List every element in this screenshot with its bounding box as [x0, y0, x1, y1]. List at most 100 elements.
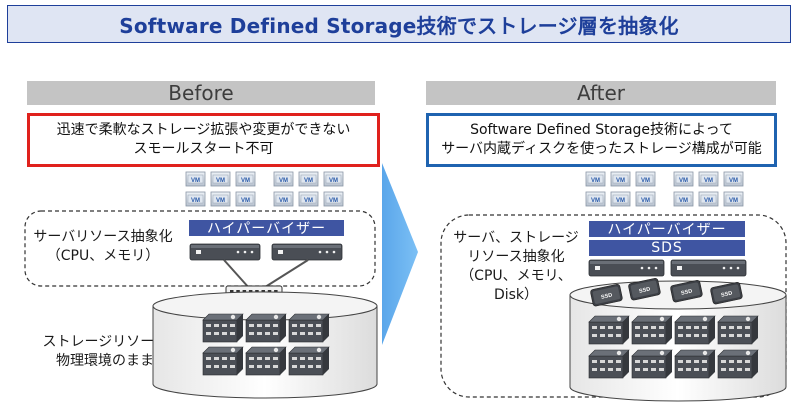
vm-label: VM: [679, 178, 688, 184]
vm-icon: VM: [635, 191, 656, 207]
after-hypervisor-bar: ハイパーバイザー: [589, 221, 745, 238]
vm-icon: VM: [273, 191, 294, 207]
before-note-line1: 迅速で柔軟なストレージ拡張や変更ができない: [56, 122, 351, 138]
vm-icon: VM: [323, 171, 344, 187]
vm-label: VM: [616, 198, 625, 204]
vm-icon: VM: [723, 171, 744, 187]
before-note-box: 迅速で柔軟なストレージ拡張や変更ができない スモールスタート不可: [27, 113, 380, 167]
vm-label: VM: [329, 198, 338, 204]
ssd-disk: SSD: [670, 280, 703, 303]
after-sds-text: SDS: [651, 240, 683, 256]
vm-label: VM: [616, 178, 625, 184]
vm-icon: VM: [610, 171, 631, 187]
after-disk-unit: [631, 349, 673, 379]
after-server-left: [588, 259, 665, 277]
vm-label: VM: [279, 198, 288, 204]
slide-title: Software Defined Storage技術でストレージ層を抽象化: [7, 5, 791, 43]
vm-icon: VM: [673, 191, 694, 207]
before-disk-unit: [288, 313, 330, 343]
before-storage-label-line1: ストレージリソース: [42, 334, 168, 350]
after-disk-unit: [588, 349, 630, 379]
vm-label: VM: [241, 178, 250, 184]
after-resource-label-line2: リソース抽象化: [467, 249, 565, 265]
before-header-text: Before: [168, 81, 234, 105]
before-storage-cylinder: [152, 291, 378, 399]
vm-label: VM: [729, 198, 738, 204]
vm-icon: VM: [323, 191, 344, 207]
vm-label: VM: [704, 178, 713, 184]
vm-label: VM: [216, 198, 225, 204]
ssd-disk: SSD: [628, 278, 661, 301]
ssd-label: SSD: [639, 287, 651, 295]
vm-icon: VM: [635, 171, 656, 187]
ssd-disk: SSD: [590, 284, 623, 307]
vm-icon: VM: [723, 191, 744, 207]
vm-icon: VM: [273, 171, 294, 187]
before-disk-unit: [245, 313, 287, 343]
before-hypervisor-text: ハイパーバイザー: [206, 221, 327, 237]
after-disk-unit: [631, 315, 673, 345]
vm-icon: VM: [298, 171, 319, 187]
after-disk-unit: [588, 315, 630, 345]
after-disk-unit: [717, 349, 759, 379]
vm-label: VM: [641, 178, 650, 184]
after-header: After: [426, 81, 776, 105]
after-note-box: Software Defined Storage技術によって サーバ内蔵ディスク…: [426, 113, 777, 167]
ssd-label: SSD: [601, 293, 613, 301]
vm-label: VM: [591, 198, 600, 204]
vm-icon: VM: [585, 171, 606, 187]
before-server-label: サーバリソース抽象化 （CPU、メモリ）: [28, 228, 178, 266]
vm-label: VM: [591, 178, 600, 184]
vm-label: VM: [329, 178, 338, 184]
vm-icon: VM: [235, 191, 256, 207]
before-link-left: [223, 259, 251, 290]
before-link-right: [261, 259, 309, 290]
ssd-disk: SSD: [710, 282, 743, 305]
ssd-label: SSD: [721, 291, 733, 299]
ssd-label: SSD: [681, 289, 693, 297]
vm-icon: VM: [298, 191, 319, 207]
before-disk-unit: [202, 313, 244, 343]
before-storage-label-line2: 物理環境のまま: [56, 353, 154, 369]
before-server-left: [189, 243, 261, 261]
before-disk-unit: [245, 346, 287, 376]
after-header-text: After: [576, 81, 626, 105]
vm-label: VM: [679, 198, 688, 204]
before-server-right: [271, 243, 343, 261]
vm-label: VM: [304, 178, 313, 184]
after-resource-label-line1: サーバ、ストレージ: [453, 230, 579, 246]
after-disk-unit: [674, 349, 716, 379]
before-disk-unit: [202, 346, 244, 376]
vm-icon: VM: [673, 171, 694, 187]
before-storage-label: ストレージリソース 物理環境のまま: [40, 333, 170, 371]
vm-icon: VM: [235, 171, 256, 187]
vm-icon: VM: [698, 171, 719, 187]
after-hypervisor-text: ハイパーバイザー: [607, 222, 727, 238]
vm-icon: VM: [698, 191, 719, 207]
vm-label: VM: [729, 178, 738, 184]
vm-label: VM: [241, 198, 250, 204]
vm-label: VM: [641, 198, 650, 204]
after-sds-bar: SDS: [589, 240, 745, 256]
after-server-right: [670, 259, 747, 277]
before-header: Before: [27, 81, 375, 105]
vm-icon: VM: [210, 171, 231, 187]
vm-icon: VM: [585, 191, 606, 207]
vm-icon: VM: [185, 171, 206, 187]
before-note-line2: スモールスタート不可: [133, 141, 274, 157]
vm-icon: VM: [610, 191, 631, 207]
vm-label: VM: [216, 178, 225, 184]
before-hypervisor-bar: ハイパーバイザー: [189, 220, 344, 237]
before-disk-unit: [288, 346, 330, 376]
vm-label: VM: [304, 198, 313, 204]
vm-label: VM: [191, 198, 200, 204]
before-server-label-line2: （CPU、メモリ）: [46, 248, 160, 264]
vm-label: VM: [704, 198, 713, 204]
after-resource-label-line3: （CPU、メモリ、Disk）: [460, 268, 572, 303]
after-note-line2: サーバ内蔵ディスクを使ったストレージ構成が可能: [441, 141, 762, 157]
after-resource-label: サーバ、ストレージ リソース抽象化 （CPU、メモリ、Disk）: [448, 229, 584, 305]
vm-icon: VM: [185, 191, 206, 207]
vm-icon: VM: [210, 191, 231, 207]
after-note-line1: Software Defined Storage技術によって: [470, 122, 733, 138]
